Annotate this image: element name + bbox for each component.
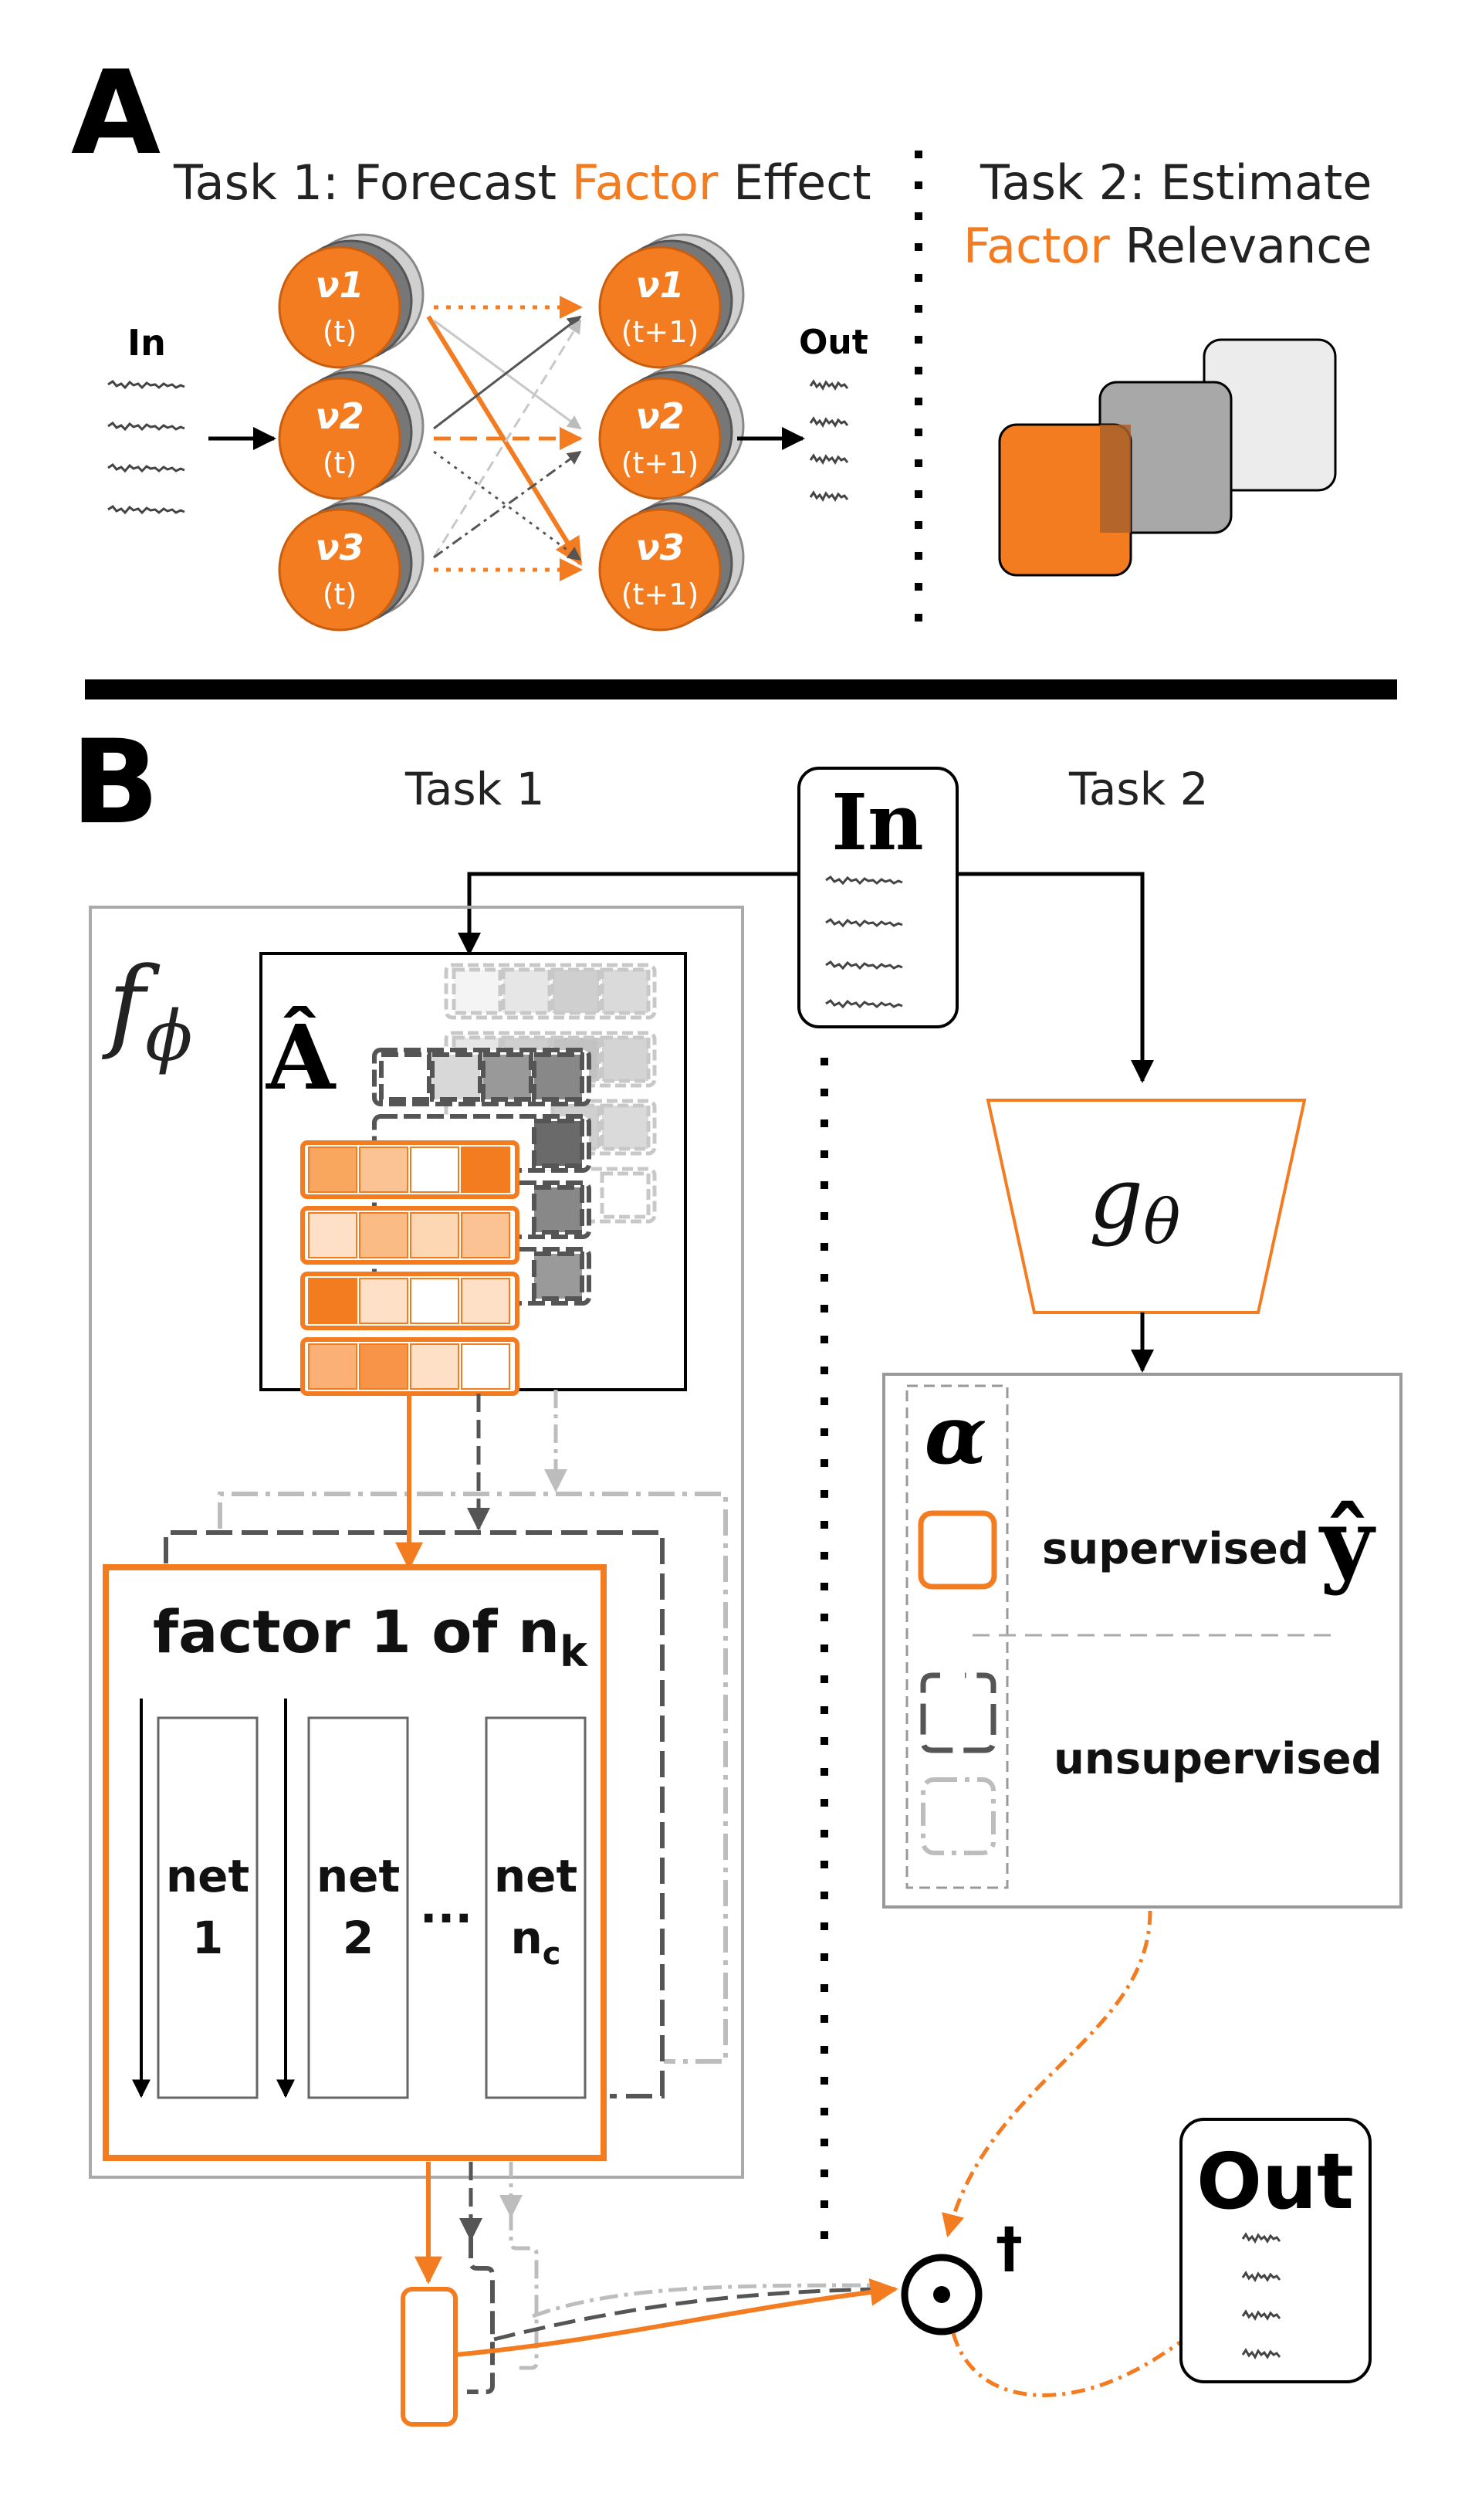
unsupervised-label: unsupervised (1054, 1734, 1382, 1784)
net-nc-line1: net (494, 1850, 577, 1902)
supervised-label: supervised (1042, 1524, 1309, 1574)
panel-a-out-label: Out (799, 323, 868, 362)
net-nc-n: n (510, 1912, 542, 1964)
net-1: net 1 (132, 1699, 259, 2099)
nodes-t-column: ν1 (t) ν2 (t) ν3 (t) (278, 233, 425, 632)
net-1-line1: net (166, 1850, 249, 1902)
node-v3-t-name: ν3 (315, 527, 364, 568)
g-theta-g: g (1089, 1149, 1143, 1248)
node-v1-t-time: (t) (323, 315, 357, 349)
net-1-line2: 1 (192, 1912, 223, 1964)
factor-output-orange (401, 2287, 458, 2427)
alpha-unsup-light-swatch (921, 1777, 996, 1855)
node-v2-t-name: ν2 (315, 395, 364, 437)
panel-b-in-box: In (797, 767, 959, 1028)
panel-a: A Task 1: Forecast Factor Effect Task 2:… (71, 46, 1372, 633)
panel-b-letter: B (71, 716, 159, 850)
task2-title-factor: Factor (963, 218, 1110, 274)
alpha-box: α supervised ŷ unsupervised (882, 1373, 1402, 1909)
node-v2-t1: ν2 (t+1) (598, 364, 745, 500)
factor-outputs (401, 2162, 539, 2427)
odot-dagger: † (996, 2216, 1023, 2279)
task1-label: Task 1 (404, 763, 545, 815)
matrix-orange (300, 1140, 519, 1396)
net-2-line2: 2 (343, 1912, 374, 1964)
node-v2-t-time: (t) (323, 446, 357, 480)
node-v3-t1: ν3 (t+1) (598, 496, 745, 632)
task1-title-prefix: Task 1: Forecast (173, 154, 572, 211)
panel-b-out-box: Out (1179, 2118, 1372, 2383)
node-v2-t1-name: ν2 (635, 395, 684, 437)
node-v1-t1-name: ν1 (635, 264, 684, 306)
panel-a-in-label: In (127, 322, 166, 364)
nodes-t1-column: ν1 (t+1) ν2 (t+1) ν3 (t+1) (598, 233, 745, 632)
panel-b-in-label: In (831, 777, 923, 868)
factor-box-dark (164, 1530, 665, 2098)
task2-label: Task 2 (1068, 763, 1209, 815)
task2-title-line1: Task 2: Estimate (980, 154, 1372, 211)
task1-title-suffix: Effect (718, 154, 871, 211)
node-v1-t-name: ν1 (315, 264, 364, 306)
relevance-squares (998, 338, 1337, 577)
panel-a-letter: A (71, 46, 161, 181)
factor-title-text: factor 1 of n (153, 1597, 560, 1666)
node-v3-t1-name: ν3 (635, 527, 684, 568)
y-hat-label: ŷ (1318, 1489, 1376, 1597)
odot-operator: † (901, 2216, 1023, 2335)
net-nc-sub: c (543, 1936, 561, 1972)
factor-box-light (218, 1492, 728, 2064)
net-nc-line2: nc (510, 1912, 560, 1972)
in-to-g-arrow (957, 872, 1154, 1083)
nets-ellipsis: ... (420, 1880, 472, 1934)
panel-separator (85, 679, 1397, 699)
f-phi-label: fϕ (102, 945, 192, 1077)
in-to-a-arrow (458, 872, 799, 956)
f-phi-box (89, 906, 744, 2179)
output-to-odot-light (532, 2283, 881, 2318)
node-v1-t1: ν1 (t+1) (598, 233, 745, 369)
output-to-odot-dark (493, 2287, 881, 2342)
a-hat-label: Â (266, 1006, 337, 1110)
alpha-to-odot (942, 1910, 1152, 2237)
output-to-odot-orange (455, 2278, 898, 2357)
net-2-line1: net (316, 1850, 400, 1902)
net-nc: net nc (485, 1716, 587, 2099)
alpha-supervised-swatch (918, 1510, 997, 1590)
factor-title-sub: k (560, 1628, 588, 1676)
net-2: net 2 (276, 1699, 409, 2099)
g-theta-sub: θ (1143, 1186, 1180, 1258)
factor-title: factor 1 of nk (153, 1597, 588, 1676)
panel-b-out-label: Out (1196, 2136, 1354, 2227)
task1-title-factor: Factor (572, 154, 719, 211)
panel-a-connections (426, 296, 583, 581)
panel-a-in-signals (107, 380, 186, 514)
node-v1-t: ν1 (t) (278, 233, 425, 369)
node-v2-t1-time: (t+1) (621, 446, 699, 480)
node-v3-t: ν3 (t) (278, 496, 425, 632)
g-theta-block: gθ (986, 1099, 1307, 1314)
node-v3-t1-time: (t+1) (621, 578, 699, 611)
node-v3-t-time: (t) (323, 578, 357, 611)
task2-title-line2: Factor Relevance (963, 218, 1372, 274)
node-v1-t1-time: (t+1) (621, 315, 699, 349)
f-phi-sub: ϕ (145, 996, 192, 1077)
panel-a-out-signals (809, 380, 849, 501)
alpha-label: α (925, 1387, 987, 1482)
task1-title: Task 1: Forecast Factor Effect (173, 154, 871, 211)
node-v2-t: ν2 (t) (278, 364, 425, 500)
g-theta-label: gθ (1089, 1149, 1181, 1258)
alpha-unsup-dark-swatch (920, 1672, 996, 1753)
matrix-dark (372, 1048, 591, 1306)
panel-b: B Task 1 Task 2 In fϕ Â (71, 716, 1402, 2427)
task2-title-relevance: Relevance (1110, 218, 1372, 274)
